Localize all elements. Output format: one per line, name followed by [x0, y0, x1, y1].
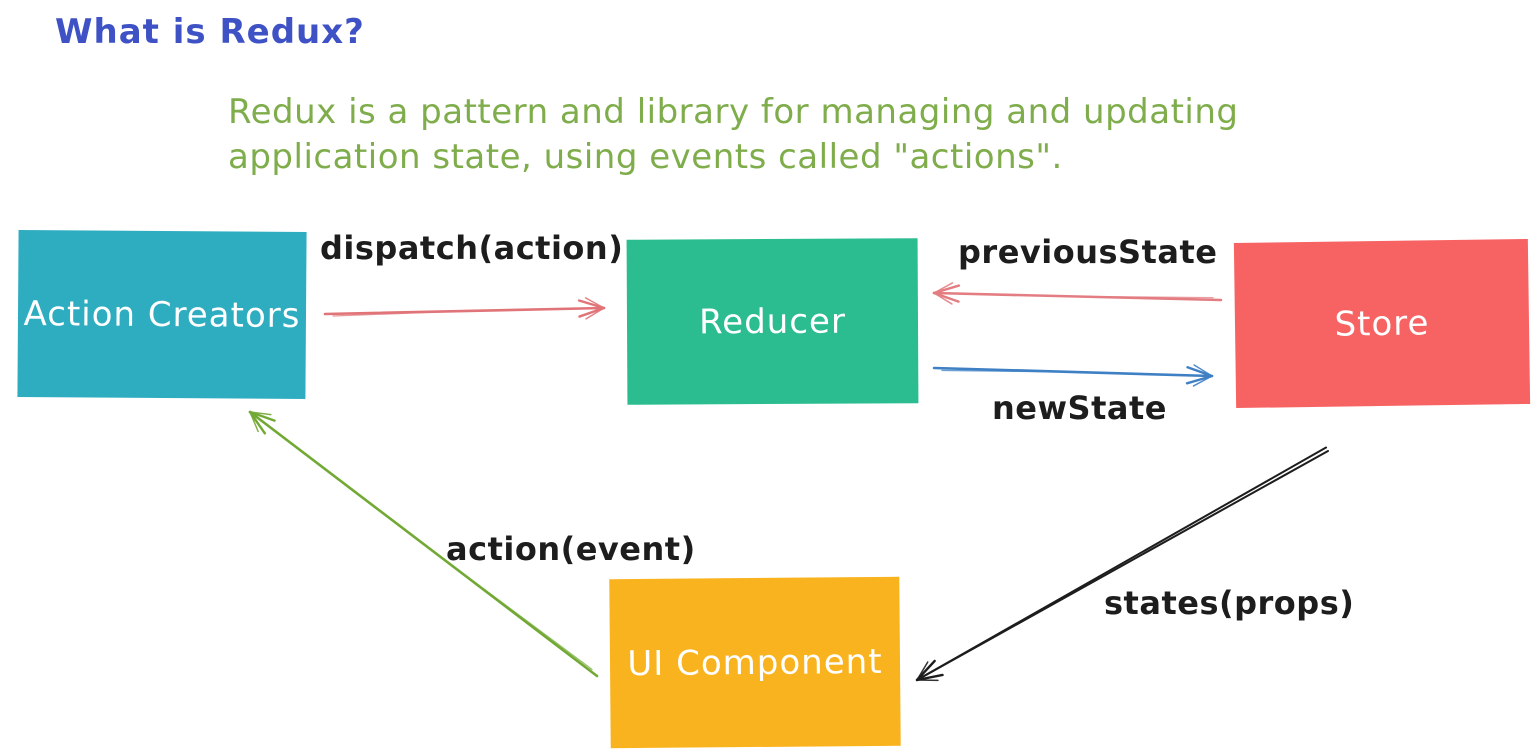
node-reducer-label: Reducer [699, 301, 846, 342]
node-action-creators: Action Creators [17, 229, 307, 400]
edge-label-previous-state: previousState [958, 233, 1218, 271]
description-line-2: application state, using events called "… [228, 137, 1063, 177]
node-store-label: Store [1334, 302, 1430, 345]
edge-label-dispatch-action: dispatch(action) [320, 229, 624, 267]
node-store: Store [1233, 238, 1531, 409]
node-action-creators-label: Action Creators [23, 293, 301, 336]
node-ui-component-label: UI Component [627, 641, 883, 684]
description: Redux is a pattern and library for manag… [228, 90, 1238, 180]
edge-label-states-props: states(props) [1104, 584, 1355, 622]
edge-label-new-state: newState [992, 389, 1167, 427]
node-ui-component: UI Component [609, 576, 901, 749]
node-reducer: Reducer [626, 238, 919, 405]
page-title: What is Redux? [55, 12, 365, 52]
description-line-1: Redux is a pattern and library for manag… [228, 92, 1239, 132]
edge-label-action-event: action(event) [446, 530, 696, 568]
